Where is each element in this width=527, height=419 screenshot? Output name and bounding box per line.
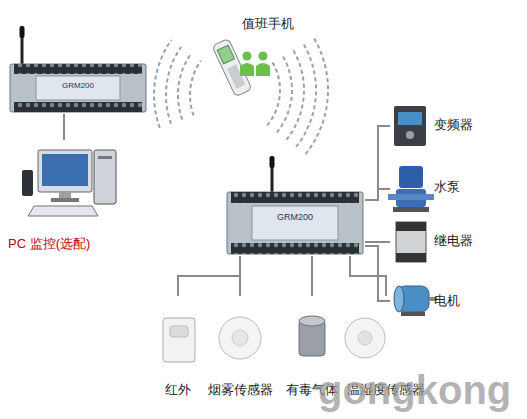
person-body [256,63,270,76]
radio-wave [178,54,191,120]
monitor-screen [42,154,88,186]
duty-phone: 值班手机 [196,10,300,112]
antenna-tip [270,156,275,168]
terminal-strip [231,192,359,203]
radio-wave [190,61,201,116]
speaker [22,170,33,196]
pc-monitor: PC 监控(选配) [8,140,120,256]
relay-body [396,222,426,262]
wire [365,189,390,200]
wire [365,241,390,243]
water-pump: 水泵 [390,164,500,214]
gas-sensor: 有毒气体 [283,296,341,400]
radio-wave [295,45,316,149]
phone-screen [217,45,234,64]
temp-sensor [345,318,385,358]
terminal-strip [14,102,142,112]
pir-sensor [163,318,195,362]
smoke-sensor: 烟雾传感器 [200,296,280,400]
temp-humidity-sensor: 温湿度传感器 [343,296,429,400]
radio-wave [304,39,328,157]
person-head [243,52,252,61]
radio-wave [276,57,292,134]
relay-terminals [396,253,426,262]
wire [365,126,390,200]
inverter: 变频器 [390,104,500,148]
monitor-base [51,198,79,202]
pump-motor [399,166,423,188]
node-label: 红外 [158,382,198,398]
pump-pipe [388,194,434,200]
node-label: 温湿度传感器 [343,382,429,398]
node-label: 烟雾传感器 [200,382,280,398]
person-head [259,52,268,61]
wire [239,256,241,296]
wire [63,114,65,140]
inverter-knob [406,131,414,139]
relay: 继电器 [390,220,500,264]
inverter-body [394,106,426,146]
device-panel [252,206,338,240]
smoke-sensor [219,317,261,359]
wire [350,256,386,296]
keyboard [28,206,98,216]
radio-wave [166,47,181,124]
terminal-strip [14,64,142,74]
pir-lens [170,326,188,337]
monitor-frame [38,150,92,192]
wire [311,256,313,296]
pir-sensor: 红外 [158,296,198,400]
wire [178,256,240,296]
antenna-tip [20,26,25,38]
terminal-strip [231,243,359,254]
temp-sensor-center [358,331,372,345]
pc-tower [94,150,116,204]
motor-feet [401,312,425,316]
person-body [240,63,254,76]
pump-base [393,207,429,212]
relay-terminals [396,222,426,231]
radio-wave [286,51,304,141]
motor-cap [394,286,404,312]
motor: 电机 [390,280,500,322]
node-label: PC 监控(选配) [8,236,120,252]
drive-slot [98,156,112,159]
controller-device: GRM200 [225,190,365,256]
monitor-stand [59,192,71,198]
controller-device: GRM200 [8,62,148,114]
device-body [227,192,363,254]
radio-wave [154,40,171,128]
node-label: GRM200 [225,212,365,223]
node-label: 继电器 [434,233,500,249]
node-label: 值班手机 [242,16,302,32]
node-label: GRM200 [8,81,148,91]
node-label: 水泵 [434,179,500,195]
gas-sensor-top [299,316,325,326]
inverter-display [398,112,422,125]
node-label: 有毒气体 [283,382,341,398]
smoke-sensor-center [232,330,248,346]
node-label: 电机 [434,293,500,309]
node-label: 变频器 [434,117,500,133]
